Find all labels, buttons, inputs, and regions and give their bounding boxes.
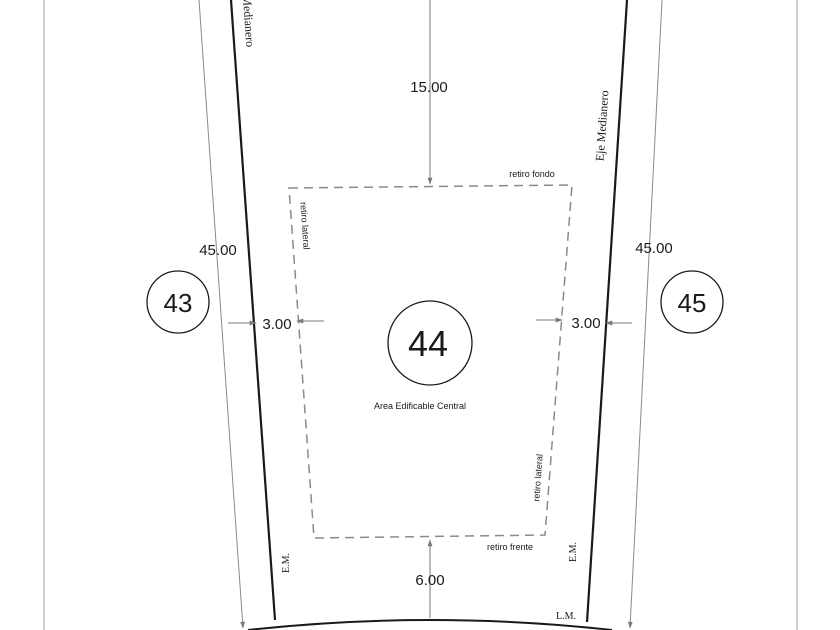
front-setback-value: 6.00	[415, 572, 444, 589]
lot-44-number: 44	[408, 323, 448, 364]
area-edificable-label: Area Edificable Central	[374, 401, 466, 411]
lot-45-number: 45	[678, 288, 707, 318]
em-left-label: E.M.	[281, 553, 292, 573]
retiro-lateral-left-label: retiro lateral	[298, 202, 311, 250]
rear-setback-value: 15.00	[410, 79, 448, 96]
lot-43-circle	[146, 270, 210, 334]
lot-45-circle	[660, 270, 724, 334]
retiro-lateral-right-label: retiro lateral	[531, 454, 544, 502]
lm-label: L.M.	[556, 611, 576, 622]
right-party-wall-line	[585, 0, 629, 623]
retiro-frente-label: retiro frente	[487, 542, 533, 552]
left-depth-value: 45.00	[199, 242, 237, 259]
left-depth-dimension-line	[198, 0, 246, 629]
lot-43-number: 43	[164, 288, 193, 318]
right-side-setback-value: 3.00	[571, 315, 600, 332]
lot-44-circle	[387, 300, 473, 386]
em-right-label: E.M.	[568, 542, 579, 562]
left-side-setback-value: 3.00	[262, 316, 291, 333]
front-line-arc	[247, 619, 613, 630]
eje-medianero-left-label: Eje Medianero	[239, 0, 258, 48]
right-depth-value: 45.00	[635, 240, 673, 257]
eje-medianero-right-label: Eje Medianero	[593, 90, 612, 162]
left-party-wall-line	[229, 0, 277, 621]
buildable-area-outline	[288, 184, 573, 539]
right-depth-dimension-line	[627, 0, 663, 629]
retiro-fondo-label: retiro fondo	[509, 169, 555, 179]
